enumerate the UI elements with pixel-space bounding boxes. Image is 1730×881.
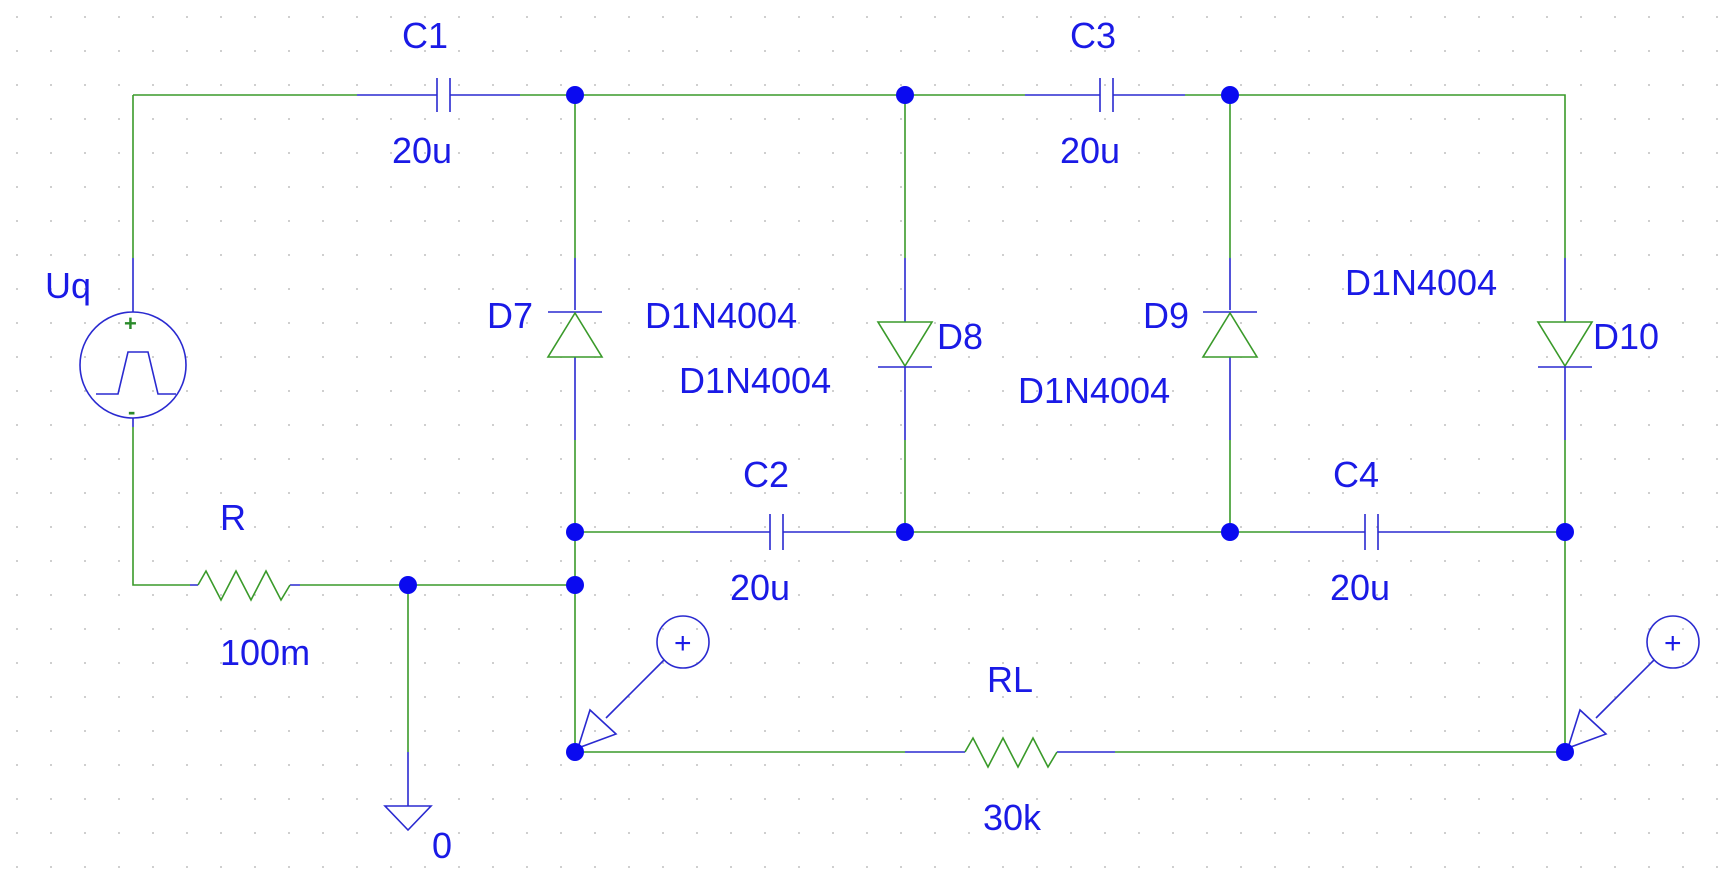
c1-value: 20u [392, 130, 452, 171]
d10-name: D10 [1593, 316, 1659, 357]
c4-value: 20u [1330, 567, 1390, 608]
r-value: 100m [220, 632, 310, 673]
ground-label: 0 [432, 825, 452, 866]
probe-right-sign: + [1664, 627, 1682, 660]
junction-dot [566, 86, 584, 104]
c1-name: C1 [402, 15, 448, 56]
junction-dot [566, 576, 584, 594]
capacitor-c4[interactable]: C4 20u [1290, 454, 1450, 608]
junction-dot [566, 523, 584, 541]
resistor-r[interactable]: R 100m [190, 497, 310, 673]
junction-dot [1556, 743, 1574, 761]
diode-d7[interactable]: D7 D1N4004 [487, 258, 797, 440]
source-name: Uq [45, 265, 91, 306]
d9-model: D1N4004 [1018, 370, 1170, 411]
rl-value: 30k [983, 797, 1042, 838]
d7-model: D1N4004 [645, 295, 797, 336]
junction-dot [1221, 86, 1239, 104]
pulse-icon [96, 351, 176, 395]
source-minus-sign: - [128, 399, 135, 424]
c2-name: C2 [743, 454, 789, 495]
junction-dot [399, 576, 417, 594]
voltage-probe-right[interactable]: + [1566, 615, 1700, 750]
capacitor-c1[interactable]: C1 20u [357, 15, 520, 171]
d7-name: D7 [487, 295, 533, 336]
junction-dot [566, 743, 584, 761]
junctions [399, 86, 1574, 761]
wires [132, 94, 1566, 753]
diode-d8[interactable]: D8 D1N4004 [679, 258, 983, 440]
c3-name: C3 [1070, 15, 1116, 56]
ground-symbol[interactable]: 0 [383, 752, 452, 866]
source-uq[interactable]: + - Uq [45, 258, 187, 427]
diode-d9[interactable]: D9 D1N4004 [1018, 258, 1259, 440]
c2-value: 20u [730, 567, 790, 608]
junction-dot [896, 86, 914, 104]
d8-model: D1N4004 [679, 360, 831, 401]
voltage-probe-left[interactable]: + [576, 615, 710, 750]
wire-source-bottom[interactable] [132, 427, 190, 586]
wire-top-d9-d10[interactable] [1230, 94, 1566, 258]
rl-name: RL [987, 659, 1033, 700]
capacitor-c3[interactable]: C3 20u [1025, 15, 1185, 171]
d10-model: D1N4004 [1345, 262, 1497, 303]
d9-name: D9 [1143, 295, 1189, 336]
r-name: R [220, 497, 246, 538]
source-plus-sign: + [124, 311, 137, 336]
junction-dot [1556, 523, 1574, 541]
resistor-rl[interactable]: RL 30k [905, 659, 1115, 838]
junction-dot [896, 523, 914, 541]
capacitor-c2[interactable]: C2 20u [690, 454, 850, 608]
diode-d10[interactable]: D10 D1N4004 [1345, 258, 1659, 440]
d8-name: D8 [937, 316, 983, 357]
probe-left-sign: + [674, 627, 692, 660]
junction-dot [1221, 523, 1239, 541]
c3-value: 20u [1060, 130, 1120, 171]
c4-name: C4 [1333, 454, 1379, 495]
